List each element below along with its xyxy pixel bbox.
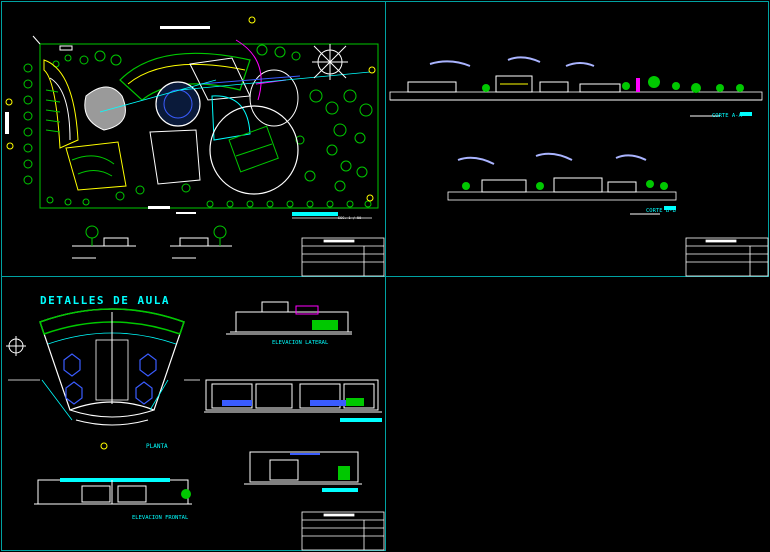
classroom-plan — [6, 308, 200, 450]
elevation-lateral-2 — [244, 451, 362, 492]
elevation-frontal — [34, 478, 192, 505]
elevacion-frontal-label: ELEVACION FRONTAL — [132, 515, 189, 521]
title-block-details — [301, 511, 385, 551]
elevation-lateral — [226, 301, 352, 335]
elevation-principal — [204, 379, 382, 422]
title-block-site — [301, 237, 385, 277]
frame-sections — [385, 1, 769, 277]
planta-label: PLANTA — [146, 443, 168, 450]
site-sections — [72, 225, 232, 259]
compass-icon — [6, 336, 26, 356]
perimeter-trees — [23, 44, 373, 208]
section-views — [389, 56, 763, 215]
title-block-sections — [685, 237, 769, 277]
corte-2-label: CORTE B-B — [646, 208, 676, 214]
elevacion-lateral-label: ELEVACION LATERAL — [272, 340, 329, 346]
aula-title: DETALLES DE AULA — [40, 294, 170, 307]
frame-classroom-details — [1, 276, 386, 551]
corte-1-label: CORTE A-A — [712, 113, 742, 119]
plan-title-bar — [160, 26, 210, 29]
north-arrow-icon — [312, 44, 348, 80]
site-plan — [5, 16, 379, 219]
scale-text: ESC. 1 / 50 — [338, 216, 361, 220]
